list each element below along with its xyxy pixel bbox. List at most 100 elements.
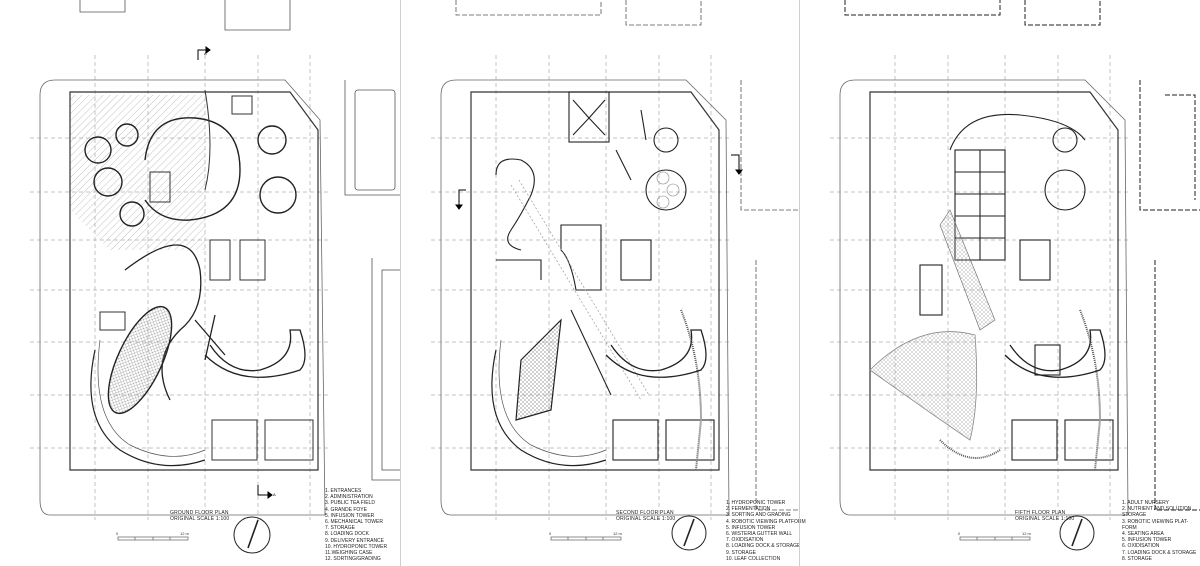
- legend-item: 5. INFUSION TOWER: [1122, 537, 1172, 544]
- curved-wing: [1004, 329, 1106, 378]
- outer-curve-2: [498, 339, 607, 457]
- viewing-platform: [869, 331, 978, 441]
- legend-list: 1. ENTRANCES 2. ADMINISTRATION 3. PUBLIC…: [325, 488, 387, 562]
- plan-caption: GROUND FLOOR PLAN ORIGINAL SCALE 1:100: [170, 510, 229, 522]
- legend-item: 8. STORAGE: [1122, 555, 1152, 562]
- outer-curve: [491, 349, 607, 467]
- north-arrow: [233, 516, 271, 554]
- curved-wing: [605, 329, 707, 378]
- wisteria-wall: [680, 309, 703, 471]
- building-outline: [869, 91, 1119, 471]
- structural-grid: [431, 55, 731, 520]
- ground-floor-panel: A A GROUND FLOOR PLAN ORIGINAL SCALE 1:1…: [0, 0, 400, 566]
- outer-curve: [90, 349, 206, 467]
- fifth-floor-panel: FIFTH FLOOR PLAN ORIGINAL SCALE 1:100 0 …: [800, 0, 1200, 566]
- legend-list: 1. HYDROPONIC TOWER 2. FERMENTATION 3. S…: [726, 500, 806, 562]
- seating-diagonal: [939, 209, 996, 331]
- context-buildings: [844, 0, 1200, 511]
- section-arrows: [197, 46, 273, 499]
- legend-item: 9. DELIVERY ENTRANCE: [325, 537, 385, 544]
- gutter-wall: [939, 309, 1102, 471]
- structural-grid: [830, 55, 1130, 520]
- legend-item: 3. ROBOTIC VIEWING PLAT-: [1122, 518, 1189, 525]
- site-boundary: [440, 79, 730, 516]
- circular-rooms: [84, 117, 297, 227]
- legend-list: 1. ADULT NURSERY 2. NUTRIENT AND SOLUTIO…: [1122, 500, 1196, 562]
- legend-item: 6. WISTERIA GUTTER WALL: [726, 531, 793, 538]
- legend-item: STORAGE: [1122, 512, 1147, 519]
- north-arrow: [1059, 515, 1095, 551]
- glazed-circle: [656, 171, 680, 209]
- second-floor-drawing: [431, 0, 799, 551]
- outer-curve-2: [97, 339, 206, 457]
- public-tea-field-hatch: [70, 95, 205, 250]
- legend-item: 2. FERMENTATION: [726, 506, 771, 513]
- hydroponic-wedge: [515, 318, 562, 421]
- building-outline: [69, 91, 319, 471]
- legend-item: 1. HYDROPONIC TOWER: [726, 500, 786, 506]
- diagonal-column: [194, 314, 226, 361]
- section-mark-bottom: A: [273, 492, 276, 497]
- plan-caption: SECOND FLOOR PLAN ORIGINAL SCALE 1:100: [616, 510, 675, 522]
- plan-title: FIFTH FLOOR PLAN: [1015, 510, 1066, 516]
- interior-walls: [495, 91, 715, 461]
- legend-item: 1. ADULT NURSERY: [1122, 500, 1169, 506]
- scale-start: 0: [116, 531, 119, 536]
- legend-item: 2. NUTRIENT AND SOLUTION: [1122, 506, 1192, 513]
- context-buildings: [455, 0, 799, 511]
- scale-end: 12 m: [613, 531, 622, 536]
- legend-item: 9. STORAGE: [726, 549, 756, 556]
- scale-bar: [550, 536, 622, 541]
- legend-item: 3. SORTING AND GRADING: [726, 512, 791, 519]
- legend-item: 5. INFUSION TOWER: [325, 512, 375, 519]
- legend-item: 4. GRANDE FOYE: [325, 506, 367, 513]
- legend-item: 4. ROBOTIC VIEWING PLATFORM: [726, 518, 806, 525]
- section-mark-top: A: [204, 51, 207, 56]
- fifth-floor-drawing: [830, 0, 1200, 551]
- legend-item: 5. INFUSION TOWER: [726, 524, 776, 531]
- legend-item: 12. SORTING/GRADING: [325, 556, 381, 563]
- interior-walls: [99, 89, 314, 461]
- scale-end: 12 m: [1022, 531, 1031, 536]
- panel-divider: [400, 0, 401, 566]
- panel-divider: [799, 0, 800, 566]
- second-floor-panel: SECOND FLOOR PLAN ORIGINAL SCALE 1:100 0…: [401, 0, 806, 566]
- north-arrow: [671, 515, 707, 551]
- scale-start: 0: [958, 531, 961, 536]
- ground-floor-drawing: [30, 0, 400, 554]
- legend-item: 10. HYDROPONIC TOWER: [325, 543, 388, 550]
- plan-scale: ORIGINAL SCALE 1:100: [616, 516, 676, 522]
- legend-item: 7. LOADING DOCK & STORAGE: [1122, 549, 1197, 556]
- legend-item: 6. OXIDISATION: [1122, 543, 1160, 550]
- building-outline: [470, 91, 720, 471]
- section-arrows: [455, 154, 743, 210]
- legend-item: FORM: [1122, 524, 1137, 531]
- legend-item: 10. LEAF COLLECTION: [726, 555, 781, 562]
- legend-item: 3. PUBLIC TEA FIELD: [325, 500, 375, 507]
- scale-end: 12 m: [180, 531, 189, 536]
- legend-item: 6. MECHANICAL TOWER: [325, 519, 383, 526]
- scale-start: 0: [549, 531, 552, 536]
- legend-item: 7. OXIDISATION: [726, 537, 764, 544]
- plan-title: GROUND FLOOR PLAN: [170, 510, 229, 516]
- hydroponic-oval: [107, 305, 173, 415]
- interior-walls: [919, 113, 1114, 461]
- context-buildings: [79, 0, 400, 481]
- curved-wing: [204, 329, 306, 378]
- scale-bar: [117, 536, 189, 541]
- scale-bar: [959, 536, 1031, 541]
- legend-item: 11.WEIGHING CASE: [325, 550, 373, 557]
- diagonal-ramp: [510, 179, 650, 401]
- plan-scale: ORIGINAL SCALE 1:100: [1015, 516, 1075, 522]
- legend-item: 8. LOADING DOCK & STORAGE: [726, 543, 801, 550]
- legend-item: 4. SEATING AREA: [1122, 531, 1164, 538]
- plan-title: SECOND FLOOR PLAN: [616, 510, 674, 516]
- plan-caption: FIFTH FLOOR PLAN ORIGINAL SCALE 1:100: [1015, 510, 1074, 522]
- legend-item: 1. ENTRANCES: [325, 488, 362, 494]
- site-boundary: [39, 79, 326, 516]
- legend-item: 2. ADMINISTRATION: [325, 494, 373, 501]
- plan-scale: ORIGINAL SCALE 1:100: [170, 516, 230, 522]
- legend-item: 7. STORAGE: [325, 525, 355, 532]
- legend-item: 8. LOADING DOCK: [325, 531, 369, 538]
